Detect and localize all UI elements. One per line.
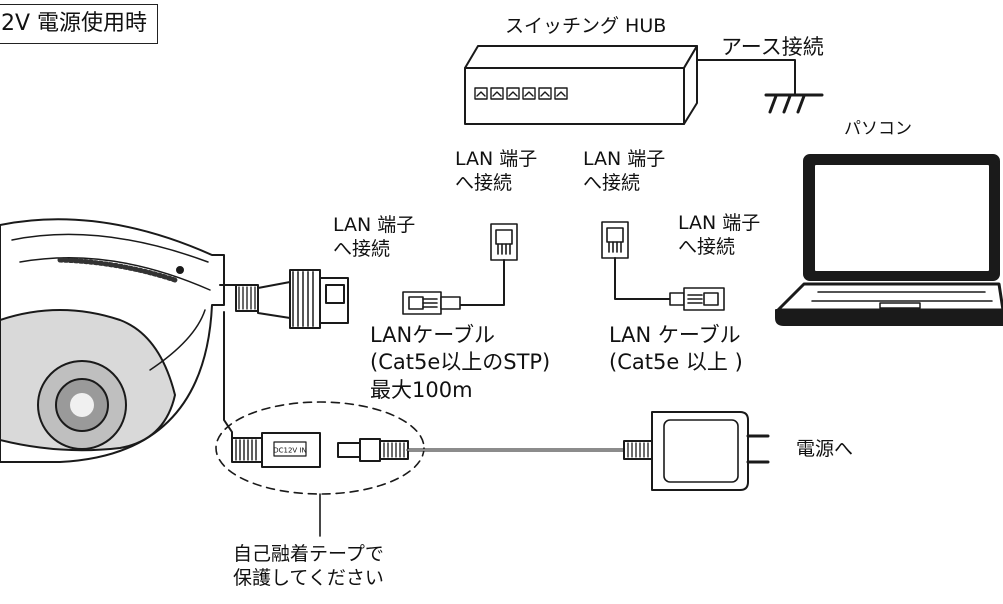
- power-adapter-icon: [623, 411, 770, 491]
- dome-camera-icon: [0, 218, 237, 463]
- power-label: 電源へ: [796, 438, 854, 460]
- lan-cable-pc-label: LAN ケーブル (Cat5e 以上 ): [609, 323, 743, 375]
- tape-note-label: 自己融着テープで 保護してください: [233, 543, 384, 589]
- laptop-icon: [775, 154, 1003, 326]
- rj45-connector-icon: [402, 291, 461, 315]
- lan-cable-hub-pc: [614, 257, 671, 300]
- camera-power-cable: [223, 311, 233, 449]
- lan-port-label-camera: LAN 端子 へ接続: [333, 214, 416, 260]
- lan-port-label-hub-2: LAN 端子 へ接続: [583, 148, 666, 194]
- mode-title: 2V 電源使用時: [0, 4, 159, 44]
- lan-cable-camera-label: LANケーブル (Cat5e以上のSTP) 最大100m: [370, 323, 551, 402]
- rj45-connector-icon: [601, 221, 629, 259]
- tape-area-outline: [215, 401, 425, 495]
- lan-cable-hub-camera: [459, 259, 505, 306]
- lan-port-label-hub-1: LAN 端子 へ接続: [455, 148, 538, 194]
- switching-hub-label: スイッチング HUB: [505, 15, 667, 37]
- camera-lan-connector-icon: [235, 269, 349, 329]
- dc-jack-icon: DC12V IN: [231, 432, 321, 468]
- earth-label: アース接続: [721, 35, 824, 59]
- dc-plug-icon: [337, 438, 409, 462]
- rj45-connector-icon: [669, 287, 725, 311]
- pc-label: パソコン: [844, 119, 912, 139]
- switching-hub-icon: [464, 45, 698, 125]
- rj45-connector-icon: [490, 223, 518, 261]
- lan-port-label-pc: LAN 端子 へ接続: [678, 212, 761, 258]
- earth-ground-icon: [696, 59, 824, 114]
- dc-jack-label: DC12V IN: [273, 447, 307, 455]
